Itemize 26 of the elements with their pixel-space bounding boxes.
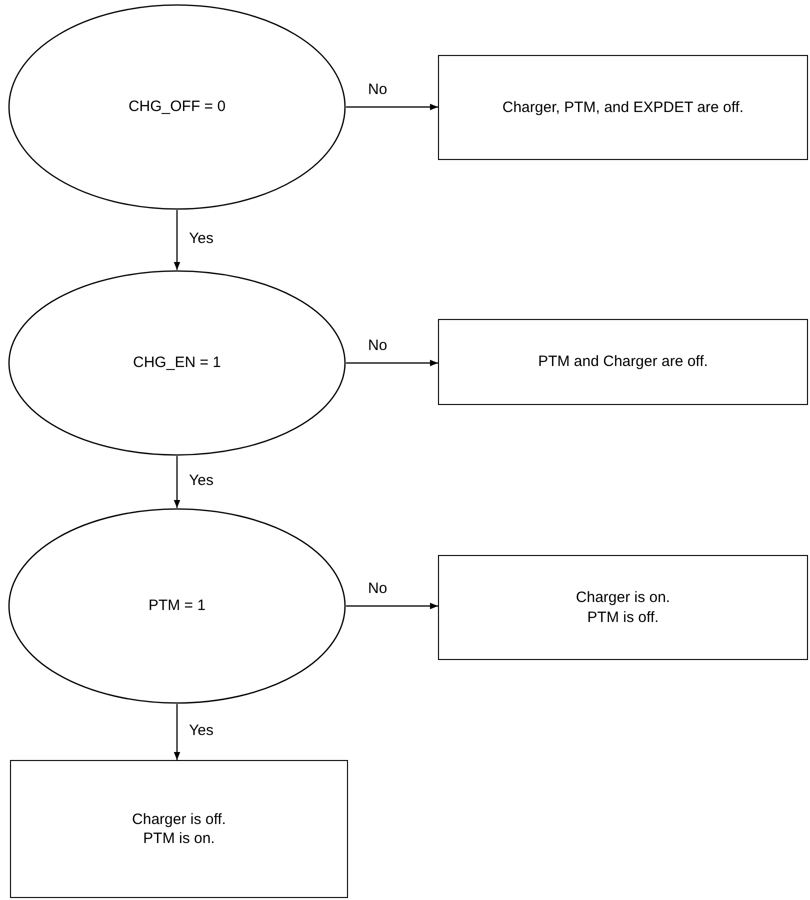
edge-label: Yes — [189, 230, 214, 247]
decision-ellipse — [8, 270, 346, 456]
arrow — [346, 602, 438, 610]
node-text: Charger is off. PTM is on. — [131, 810, 227, 848]
process-box — [438, 55, 808, 160]
arrow — [346, 360, 438, 366]
node-text: CHG_EN = 1 — [133, 353, 221, 373]
arrow — [174, 704, 180, 760]
arrow — [346, 104, 438, 110]
edge-label: No — [368, 580, 388, 597]
edge-label: Yes — [189, 722, 214, 739]
edge-label: Yes — [189, 472, 214, 489]
node-text: Charger is on. PTM is off. — [574, 588, 672, 627]
arrow — [174, 456, 180, 508]
edge-label: No — [368, 81, 388, 98]
node-text: CHG_OFF = 0 — [128, 97, 226, 117]
decision-ellipse — [8, 508, 346, 704]
process-box — [438, 555, 808, 660]
node-text: PTM = 1 — [148, 596, 206, 616]
arrow — [174, 210, 180, 270]
edge-label: No — [368, 337, 388, 354]
node-text: PTM and Charger are off. — [538, 352, 708, 372]
process-box — [438, 319, 808, 405]
node-text: Charger, PTM, and EXPDET are off. — [502, 98, 744, 118]
process-box — [10, 760, 348, 898]
decision-ellipse — [8, 4, 346, 210]
